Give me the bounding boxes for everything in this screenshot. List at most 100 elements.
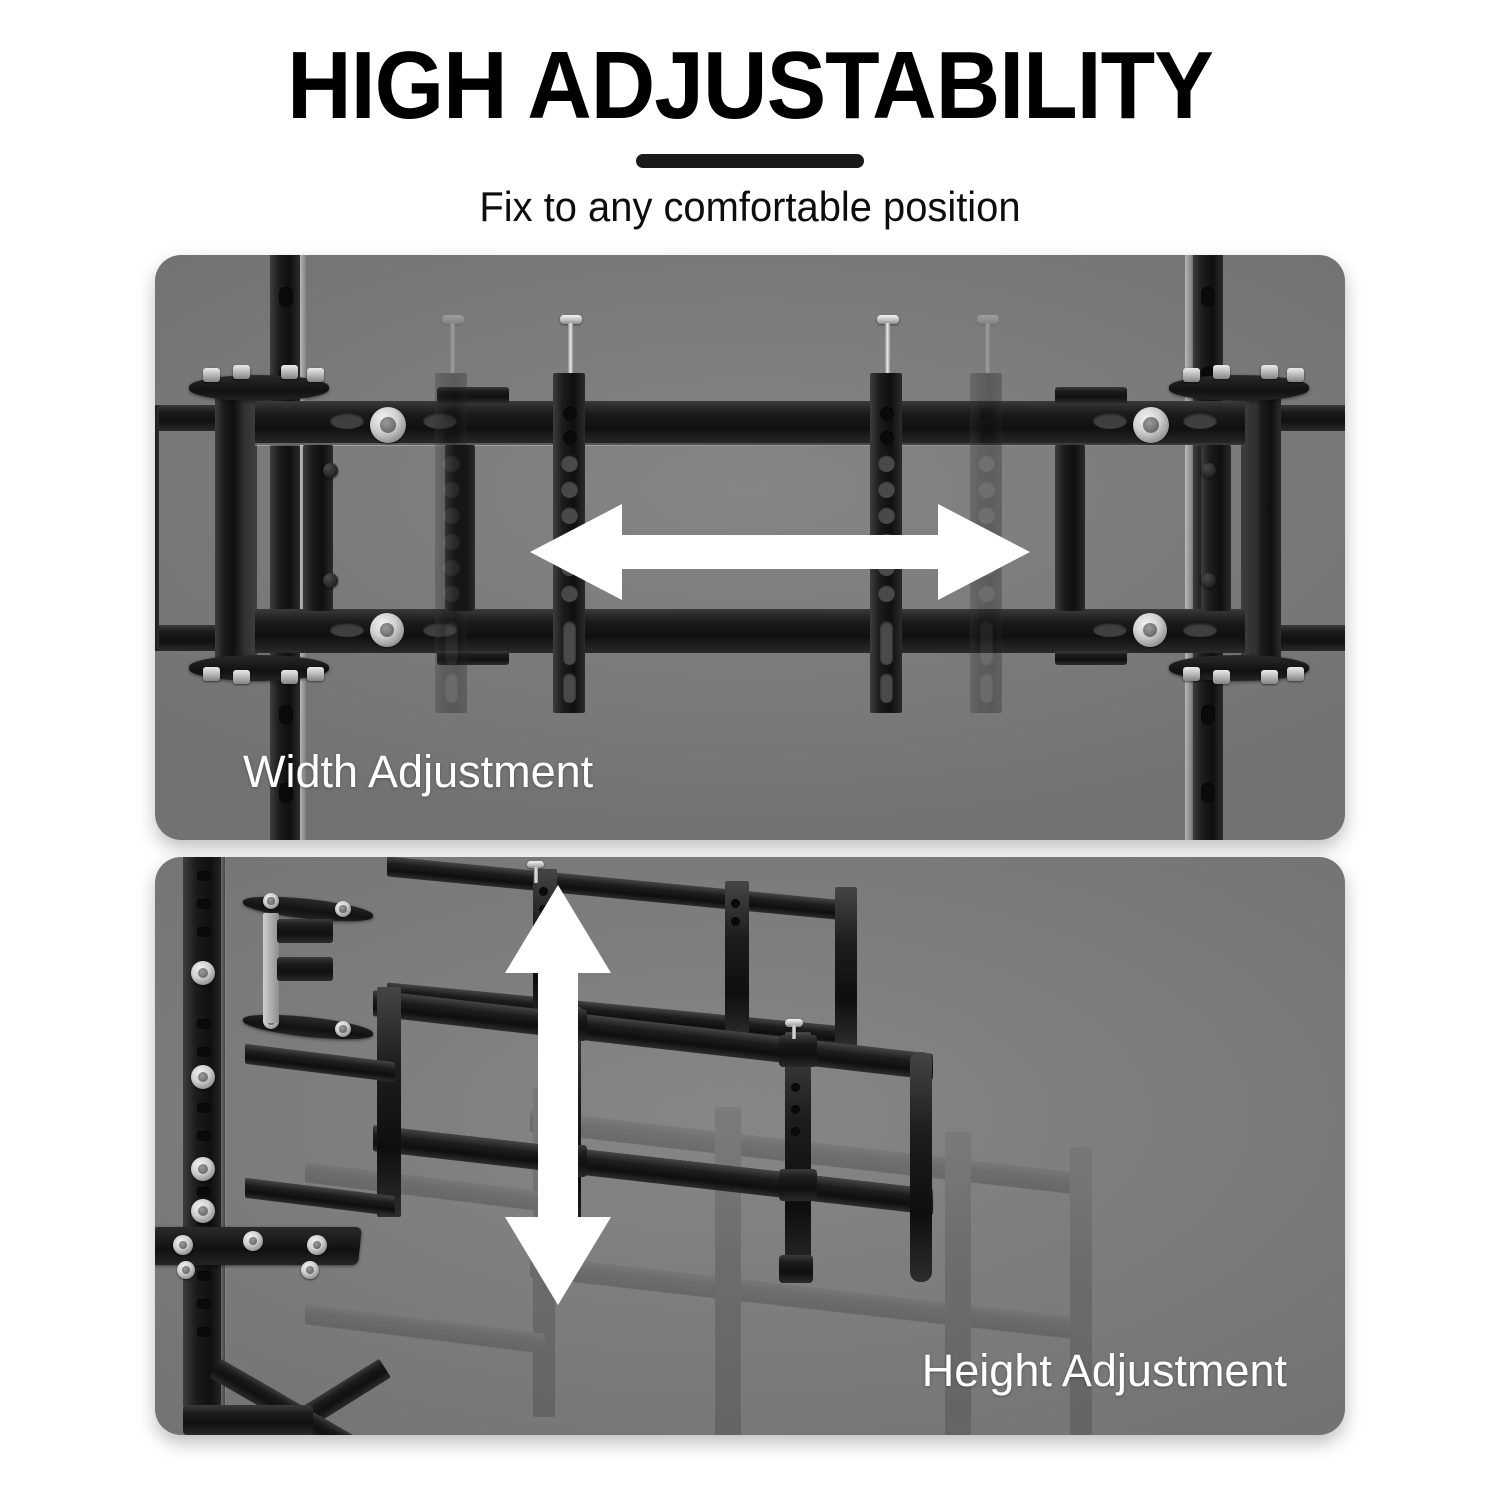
rear-frame-top-rail: [387, 857, 857, 922]
rail-hole: [445, 431, 459, 445]
rail-hole: [561, 507, 578, 524]
plate-nut: [233, 670, 250, 684]
inner-frame-vertical: [1055, 445, 1085, 611]
rail-hole: [563, 407, 577, 421]
ghost-frame-arm: [305, 1304, 545, 1354]
title-divider: [636, 154, 864, 168]
plate-nut: [1261, 365, 1278, 379]
rail-hole: [561, 481, 578, 498]
panel-width-caption: Width Adjustment: [243, 746, 594, 797]
plate-nut: [1261, 670, 1278, 684]
rail-clamp: [779, 1255, 813, 1283]
cross-bar-slot: [423, 413, 457, 429]
post-hole: [279, 705, 293, 725]
rail-hole: [978, 481, 995, 498]
rail-hole: [880, 407, 894, 421]
rail-hole: [443, 481, 460, 498]
column-bolt: [191, 1065, 215, 1089]
rail-screw-stem: [450, 323, 455, 375]
ghost-frame-right-post: [1070, 1147, 1092, 1435]
rail-hole: [443, 559, 460, 576]
column-slider-block: [277, 919, 333, 943]
left-column-post: [270, 255, 300, 840]
rail-hole: [445, 407, 459, 421]
rail-screw-head: [560, 315, 582, 324]
frame-post-hole: [791, 1127, 800, 1136]
rail-slot: [563, 621, 576, 665]
cross-bar-slot: [1183, 623, 1217, 637]
bar-tab: [1055, 651, 1127, 665]
right-bracket-member: [1253, 385, 1281, 675]
base-bolt: [177, 1261, 195, 1279]
rail-hole: [978, 507, 995, 524]
rear-frame-hole: [731, 917, 740, 926]
bottom-cross-bar: [255, 609, 1245, 653]
center-bolt: [1133, 407, 1169, 443]
plate-bolt: [263, 893, 279, 909]
bar-tab: [437, 651, 509, 665]
stand-column-highlight: [221, 857, 226, 1407]
left-bracket-member: [215, 385, 243, 675]
top-cross-bar: [255, 401, 1245, 445]
cross-bar-slot: [423, 623, 457, 637]
cross-bar-slot: [1183, 413, 1217, 429]
cross-bar-slot: [1093, 413, 1127, 429]
rail-hole: [878, 585, 895, 602]
plate-nut: [281, 365, 298, 379]
rail-hole: [561, 455, 578, 472]
rail-slot: [980, 621, 993, 665]
bar-tab: [1055, 387, 1127, 403]
frame-post-hole: [791, 1105, 800, 1114]
plate-nut: [233, 365, 250, 379]
rail-hole: [561, 585, 578, 602]
cross-bar-slot: [330, 623, 364, 637]
rail-hole: [980, 431, 994, 445]
panel-height-adjustment: Height Adjustment: [155, 857, 1345, 1435]
center-bolt: [370, 407, 406, 443]
base-foot: [183, 1405, 313, 1435]
rail-clamp: [779, 1169, 817, 1201]
plate-nut: [307, 368, 324, 382]
clamp-screw-head: [785, 1019, 803, 1027]
center-bolt: [1133, 613, 1167, 647]
clamp-screw-stem: [792, 1025, 796, 1039]
plate-bolt: [335, 1021, 351, 1037]
rail-slot: [445, 673, 458, 703]
rail-screw-head: [877, 315, 899, 324]
plate-nut: [1287, 667, 1304, 681]
page-title: HIGH ADJUSTABILITY: [287, 32, 1214, 139]
ghost-frame-mid-post: [715, 1107, 741, 1435]
page-subtitle: Fix to any comfortable position: [479, 183, 1021, 230]
panel-height-caption: Height Adjustment: [921, 1345, 1287, 1396]
rail-hole: [878, 507, 895, 524]
rail-hole: [443, 585, 460, 602]
rail-screw-stem: [985, 323, 990, 375]
rail-hole: [980, 407, 994, 421]
cross-bar-highlight: [255, 443, 1245, 446]
width-adjustment-illustration: [155, 255, 1345, 840]
post-hole: [1201, 783, 1215, 803]
center-bolt: [370, 613, 404, 647]
column-slider-block: [277, 957, 333, 981]
tilt-knob: [1201, 573, 1216, 588]
left-bracket-member-face: [243, 385, 257, 675]
frame-arm-upper: [245, 1043, 395, 1083]
rail-hole: [443, 455, 460, 472]
rail-body: [435, 373, 467, 713]
front-frame-mid-post: [785, 1032, 811, 1282]
post-hole: [279, 287, 293, 307]
plate-nut: [1183, 368, 1200, 382]
inner-frame-vertical: [445, 445, 475, 611]
rail-hole: [443, 533, 460, 550]
frame-post-hole: [791, 1083, 800, 1092]
rail-screw-stem: [885, 323, 890, 375]
plate-nut: [1287, 368, 1304, 382]
post-hole: [1201, 287, 1215, 307]
column-bolt: [191, 1199, 215, 1223]
rail-screw-stem: [568, 323, 573, 375]
column-slider-guide: [263, 913, 279, 1023]
frame-screw-head: [527, 861, 544, 868]
plate-bolt: [335, 901, 351, 917]
rail-clamp: [779, 1035, 817, 1067]
title-divider-wrap: [0, 154, 1500, 168]
